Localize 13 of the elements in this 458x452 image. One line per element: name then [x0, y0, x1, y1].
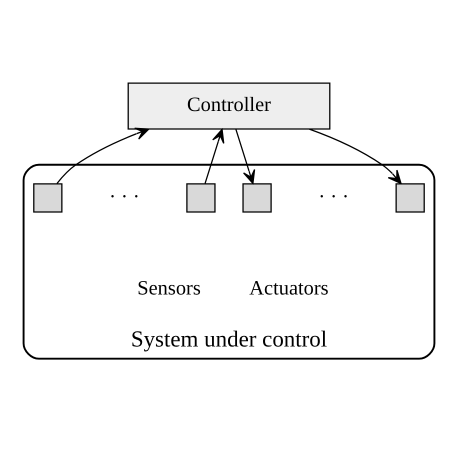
label: · · · [109, 186, 140, 208]
arrow [56, 128, 150, 184]
arrow [204, 128, 224, 184]
node-box [242, 183, 272, 213]
node-box [396, 183, 425, 213]
node-box [33, 183, 62, 213]
node-box: Controller [128, 82, 330, 130]
node-box [186, 183, 216, 213]
label: Actuators [249, 278, 329, 300]
arrow [235, 129, 256, 184]
label: Sensors [137, 278, 201, 300]
label: · · · [318, 186, 349, 208]
arrow [309, 128, 402, 184]
